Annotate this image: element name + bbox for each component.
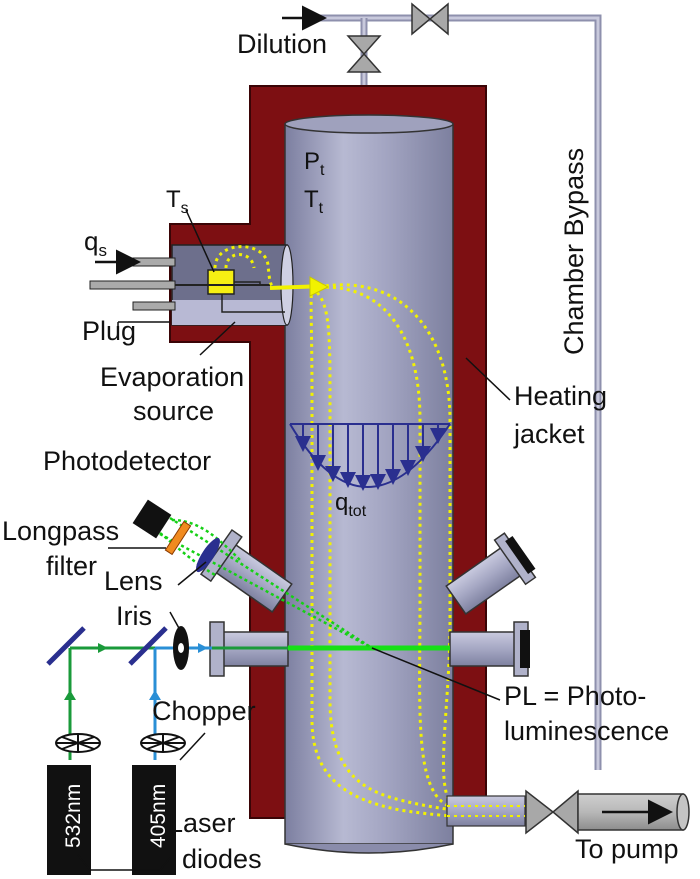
evaporation-source-label-line1: Evaporation <box>100 362 244 392</box>
exhaust-pipe <box>446 795 526 827</box>
pl-label-line2: luminescence <box>504 716 669 746</box>
chopper-blue <box>140 733 186 753</box>
lens <box>196 537 220 573</box>
sample-crucible <box>207 269 235 295</box>
pump-pipe <box>577 793 690 831</box>
evaporation-source-label-line2: source <box>133 396 214 426</box>
dilution-valve <box>346 35 382 73</box>
pl-label-line1: PL = Photo- <box>504 681 646 711</box>
iris <box>173 626 189 670</box>
chamber-bypass-label: Chamber Bypass <box>559 148 589 355</box>
laser-diodes-label-line2: diodes <box>182 844 262 874</box>
ts-label: Ts <box>166 186 189 217</box>
laser-diodes-label-line1: Laser <box>168 808 236 838</box>
heating-jacket-label-line2: jacket <box>513 419 585 449</box>
plug-label: Plug <box>82 316 136 346</box>
bypass-valve <box>411 2 449 36</box>
heating-jacket-label-line1: Heating <box>514 381 607 411</box>
pt-label: Pt <box>304 148 325 179</box>
longpass-filter <box>164 520 192 556</box>
laser-532-label: 532nm <box>62 784 85 848</box>
main-chamber <box>284 114 454 854</box>
laser-405-label: 405nm <box>147 784 170 848</box>
right-optical-port <box>449 621 530 677</box>
laser-diode-532 <box>47 765 91 875</box>
chopper-label: Chopper <box>152 696 256 726</box>
laser-diode-405 <box>132 765 176 875</box>
pump-valve <box>525 789 579 835</box>
flow-profile-qtot <box>289 423 451 491</box>
mirror-blue <box>128 626 168 666</box>
upper-right-port <box>445 532 537 615</box>
tt-label: Tt <box>304 186 324 217</box>
pl-collection-cone <box>159 516 373 650</box>
qs-label: qs <box>84 226 107 260</box>
chopper-green <box>55 733 101 753</box>
longpass-filter-label-line1: Longpass <box>2 516 119 546</box>
mirror-green <box>46 626 86 666</box>
photodetector-label: Photodetector <box>43 446 211 476</box>
leader-lines <box>77 209 511 871</box>
photodetector <box>132 499 172 539</box>
iris-label: Iris <box>116 601 152 631</box>
to-pump-label: To pump <box>575 834 679 864</box>
dilution-label: Dilution <box>237 29 327 59</box>
evaporation-source <box>89 244 294 326</box>
longpass-filter-label-line2: filter <box>46 551 97 581</box>
lens-label: Lens <box>104 566 163 596</box>
qtot-label: qtot <box>335 489 367 520</box>
